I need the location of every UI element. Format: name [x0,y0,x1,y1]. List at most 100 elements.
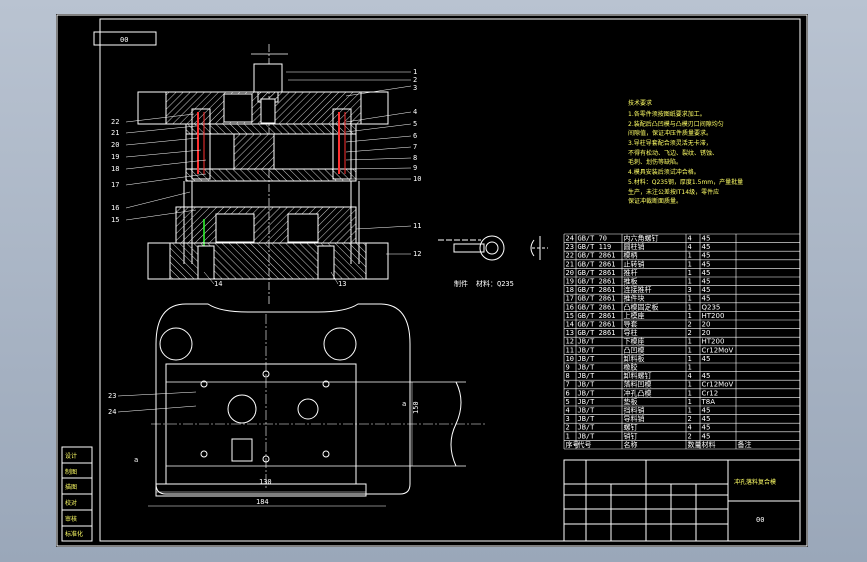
bom-cell: 9 [566,364,570,372]
svg-text:13: 13 [338,280,346,288]
bom-cell: GB/T 2861 [578,260,616,268]
bom-cell: 冲孔凸模 [624,388,652,397]
title-block: 冲孔落料复合模 00 [563,459,801,542]
bom-cell: 10 [566,355,574,363]
bom-cell: Cr12MoV [702,346,734,354]
bom-cell: 16 [566,303,574,311]
svg-text:19: 19 [111,153,119,161]
bom-cell: JB/T [578,415,596,423]
bom-cell: 2 [688,415,692,423]
bom-cell: T8A [701,398,716,406]
bom-cell: 4 [566,407,570,415]
material-label: 材料：Q235 [476,279,514,288]
bom-cell: 24 [566,235,574,243]
bom-cell: HT200 [702,338,725,346]
bom-header-cell: 名称 [624,440,638,449]
bom-cell: 3 [566,415,570,423]
svg-text:20: 20 [111,141,119,149]
bom-header-cell: 数量 [688,440,702,449]
bom-cell: 45 [702,372,711,380]
dim-150: 150 [412,401,420,414]
tech-requirements: 技术要求 1.各零件须按图纸要求加工。 2.装配后凸凹模与凸模刃口间隙均匀 间隙… [628,99,743,205]
bom-cell: 20 [702,321,711,329]
bom-cell: GB/T 2861 [578,329,616,337]
bom-cell: 1 [566,432,570,440]
bom-cell: 垫板 [624,397,638,406]
bom-cell: 45 [702,243,711,251]
bom-cell: 45 [702,278,711,286]
bom-cell: 2 [688,432,692,440]
bom-cell: 15 [566,312,574,320]
bom-cell: 3 [688,286,692,294]
bom-cell: 45 [702,286,711,294]
bom-cell: 8 [566,372,570,380]
bom-header-cell: 序号 [566,440,580,449]
svg-text:3.导柱导套配合须灵活无卡滞，: 3.导柱导套配合须灵活无卡滞， [628,139,712,147]
bom-cell: 1 [688,252,692,260]
svg-text:17: 17 [111,181,119,189]
bom-cell: 橡胶 [624,363,638,372]
bom-cell: 45 [702,355,711,363]
bom-cell: 连接推杆 [624,285,652,294]
bom-cell: 19 [566,278,574,286]
bom-cell: 1 [688,398,692,406]
bom-cell: 模柄 [624,251,638,260]
bom-cell: 销钉 [624,431,638,440]
svg-text:22: 22 [111,118,119,126]
svg-text:描图: 描图 [65,483,77,491]
svg-text:4.模具安装后须试冲合格。: 4.模具安装后须试冲合格。 [628,168,700,176]
bom-cell: JB/T [578,346,596,354]
bom-cell: 20 [702,329,711,337]
bom-cell: GB/T 2861 [578,252,616,260]
svg-text:间隙值，保证冲压件质量要求。: 间隙值，保证冲压件质量要求。 [628,129,712,137]
bom-cell: 18 [566,286,574,294]
bom-cell: 内六角螺钉 [624,234,659,243]
svg-text:a: a [402,400,406,408]
bom-cell: 卸料螺钉 [624,371,652,380]
svg-text:11: 11 [413,222,421,230]
header-code: 00 [120,36,128,44]
bom-cell: JB/T [578,372,596,380]
title-block-title: 冲孔落料复合模 [734,478,776,486]
bom-cell: 1 [688,381,692,389]
svg-text:5.材料：Q235钢，厚度1.5mm，产量批量: 5.材料：Q235钢，厚度1.5mm，产量批量 [628,178,743,186]
bom-cell: 2 [566,424,570,432]
svg-text:7: 7 [413,143,417,151]
bom-cell: GB/T 2861 [578,286,616,294]
bom-cell: 4 [688,424,692,432]
bom-cell: 2 [688,329,692,337]
svg-text:毛刺、划伤等缺陷。: 毛刺、划伤等缺陷。 [628,158,682,166]
bom-cell: 凸凹模 [624,345,645,354]
bom-cell: GB/T 119 [578,243,612,251]
svg-text:6: 6 [413,132,417,140]
bom-cell: JB/T [578,381,596,389]
bom-cell: JB/T [578,432,596,440]
bom-cell: JB/T [578,389,596,397]
bom-cell: 1 [688,364,692,372]
bom-cell: 13 [566,329,574,337]
bom-cell: 1 [688,355,692,363]
bom-cell: 卸料板 [624,354,645,363]
svg-text:审核: 审核 [65,515,77,523]
bom-cell: JB/T [578,364,596,372]
title-block-code: 00 [756,516,764,524]
bom-cell: GB/T 2861 [578,295,616,303]
drawing-canvas: 00 [56,14,808,547]
bom-cell: 1 [688,303,692,311]
bom-header-cell: 备注 [738,440,752,449]
bom-cell: 螺钉 [624,423,638,432]
bom-cell: 20 [566,269,574,277]
bom-cell: GB/T 2861 [578,312,616,320]
left-signature-box: 设计 制图 描图 校对 审核 标准化 [61,446,93,542]
bom-cell: 4 [688,235,692,243]
callouts-left: 22 21 20 19 18 17 16 15 [111,113,207,224]
svg-text:2.装配后凸凹模与凸模刃口间隙均匀: 2.装配后凸凹模与凸模刃口间隙均匀 [628,120,724,128]
bom-cell: JB/T [578,338,596,346]
bom-cell: 22 [566,252,574,260]
bom-cell: 4 [688,372,692,380]
bom-cell: 落料凹模 [624,380,652,389]
bom-cell: 止转销 [624,259,645,268]
svg-text:14: 14 [214,280,222,288]
bom-cell: 21 [566,260,574,268]
